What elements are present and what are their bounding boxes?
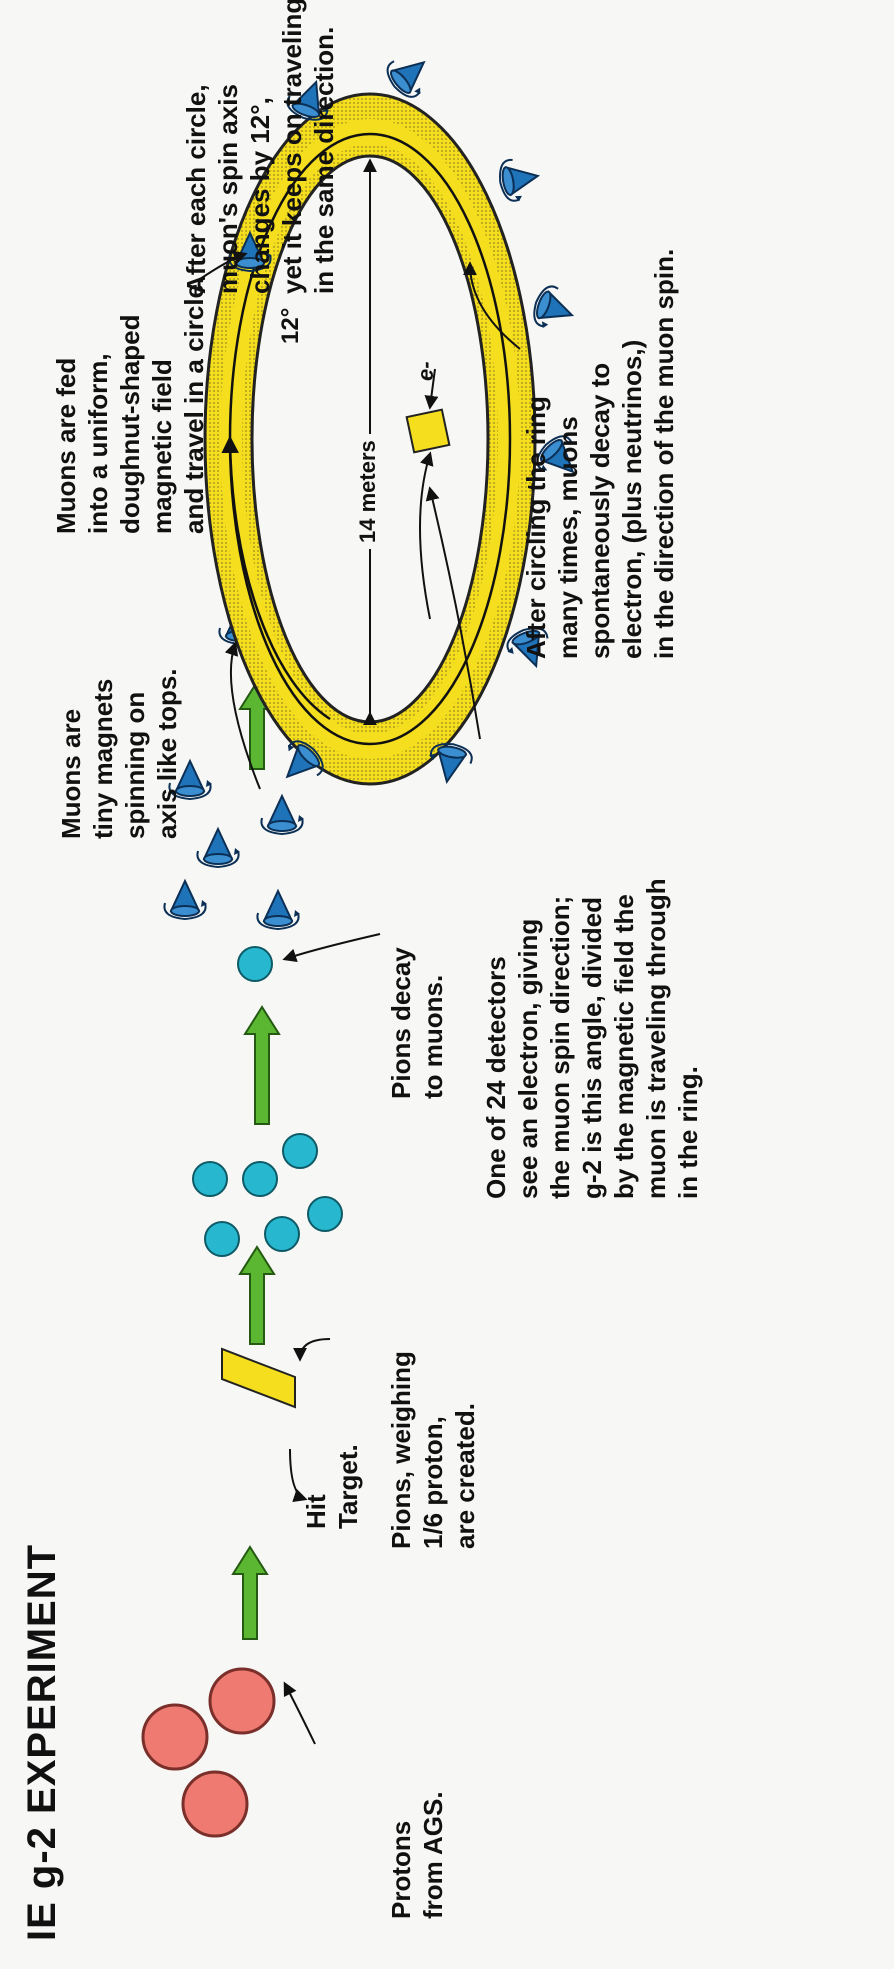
caption-decay: After circling the ring many times, muon… (520, 249, 680, 659)
protons-cluster (143, 1669, 274, 1836)
caption-pions-decay: Pions decay to muons. (385, 947, 449, 1099)
decaying-pion (238, 947, 272, 981)
caption-spin-axis: After each circle, muon's spin axis chan… (180, 0, 340, 294)
caption-muons-magnets: Muons are tiny magnets spinning on axis … (55, 668, 183, 839)
target (222, 1349, 295, 1407)
electron-label: e- (410, 361, 442, 381)
detector (407, 410, 450, 453)
caption-muons-fed: Muons are fed into a uniform, doughnut-s… (50, 277, 210, 534)
caption-hit-target: Hit Target. (300, 1444, 364, 1529)
caption-detectors: One of 24 detectors see an electron, giv… (480, 878, 704, 1199)
caption-pions-created: Pions, weighing 1/6 proton, are created. (385, 1351, 481, 1549)
diameter-label: 14 meters (352, 434, 384, 549)
caption-protons: Protons from AGS. (385, 1791, 449, 1919)
page-title: IE g-2 EXPERIMENT (20, 1544, 64, 1941)
proton (210, 1669, 274, 1733)
angle-label: 12° (275, 308, 307, 344)
proton (183, 1772, 247, 1836)
proton (143, 1705, 207, 1769)
